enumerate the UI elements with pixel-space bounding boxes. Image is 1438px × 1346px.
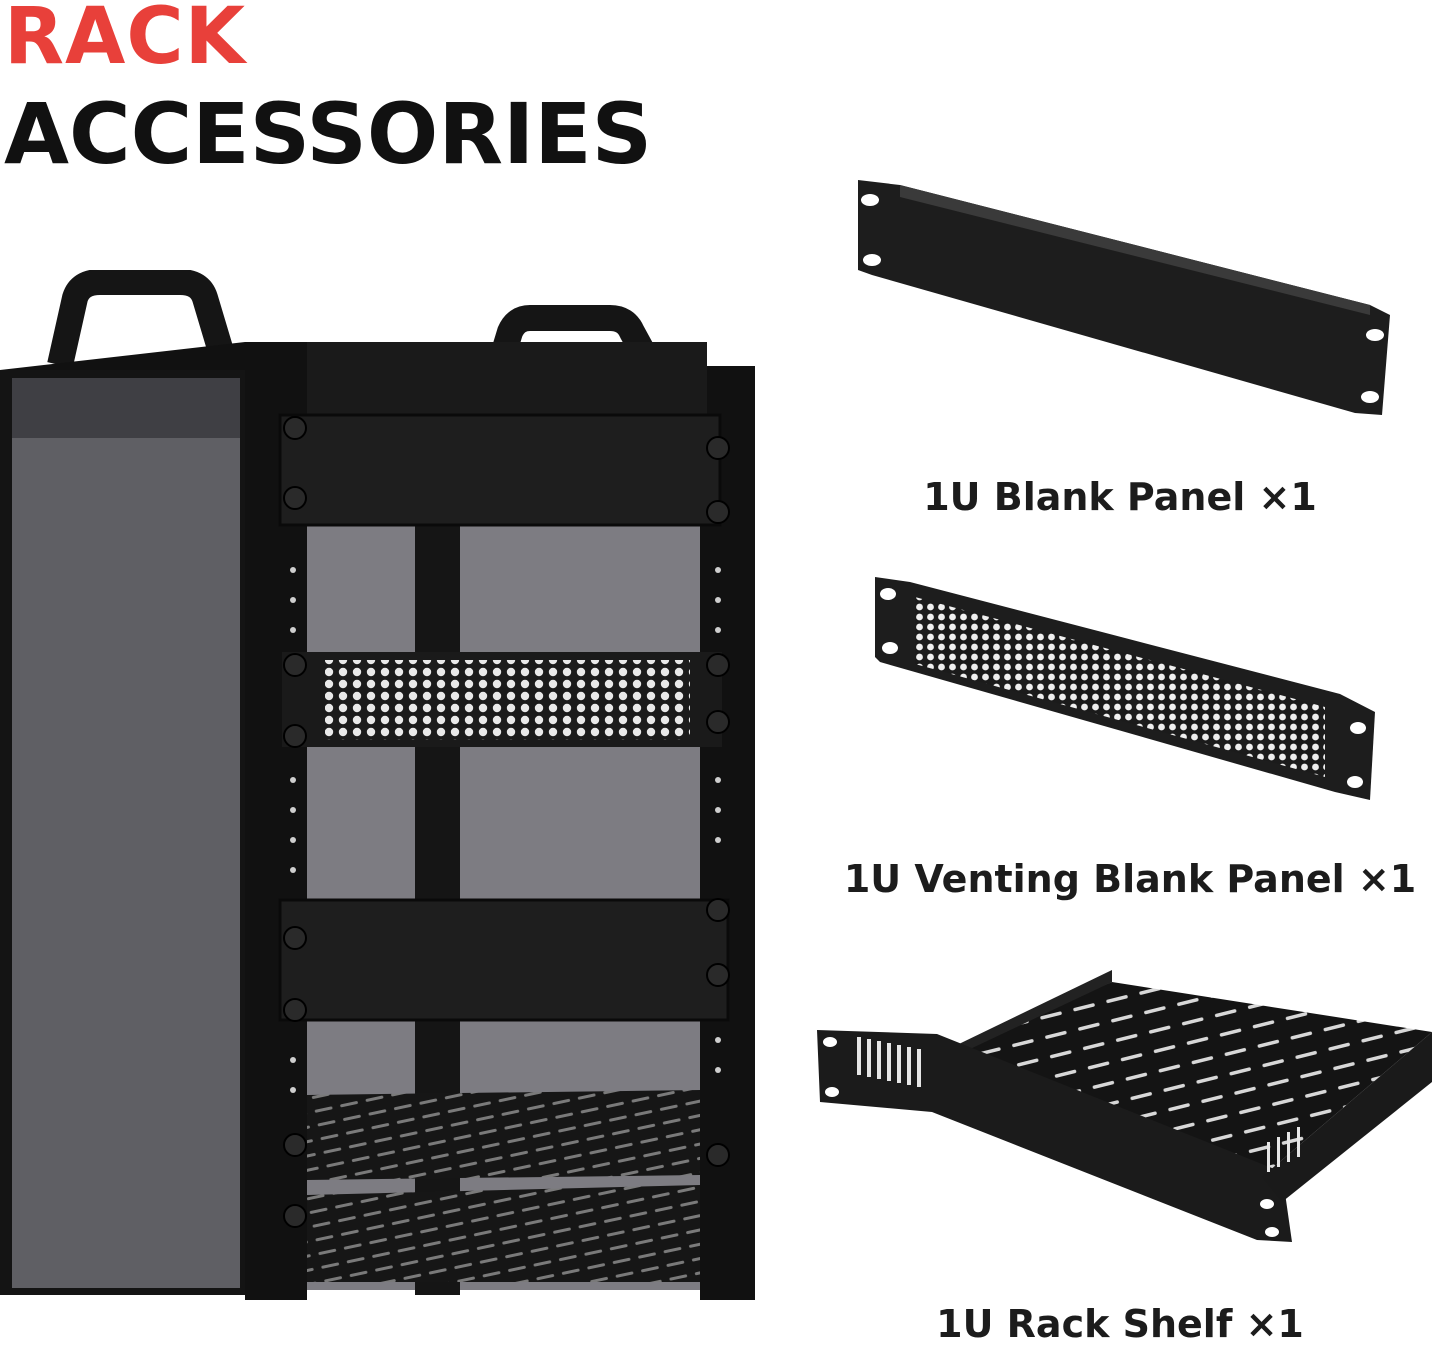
rack-shelf-label: 1U Rack Shelf ×1	[936, 1302, 1304, 1346]
rack-shelf-icon	[817, 970, 1432, 1242]
venting-panel-label: 1U Venting Blank Panel ×1	[843, 857, 1417, 901]
venting-panel-icon	[875, 577, 1375, 800]
title-accessories: ACCESSORIES	[4, 85, 653, 183]
blank-panel-icon	[858, 180, 1390, 415]
title-rack: RACK	[4, 0, 247, 82]
rack-cabinet-illustration	[0, 270, 755, 1300]
blank-panel-label: 1U Blank Panel ×1	[923, 475, 1317, 519]
